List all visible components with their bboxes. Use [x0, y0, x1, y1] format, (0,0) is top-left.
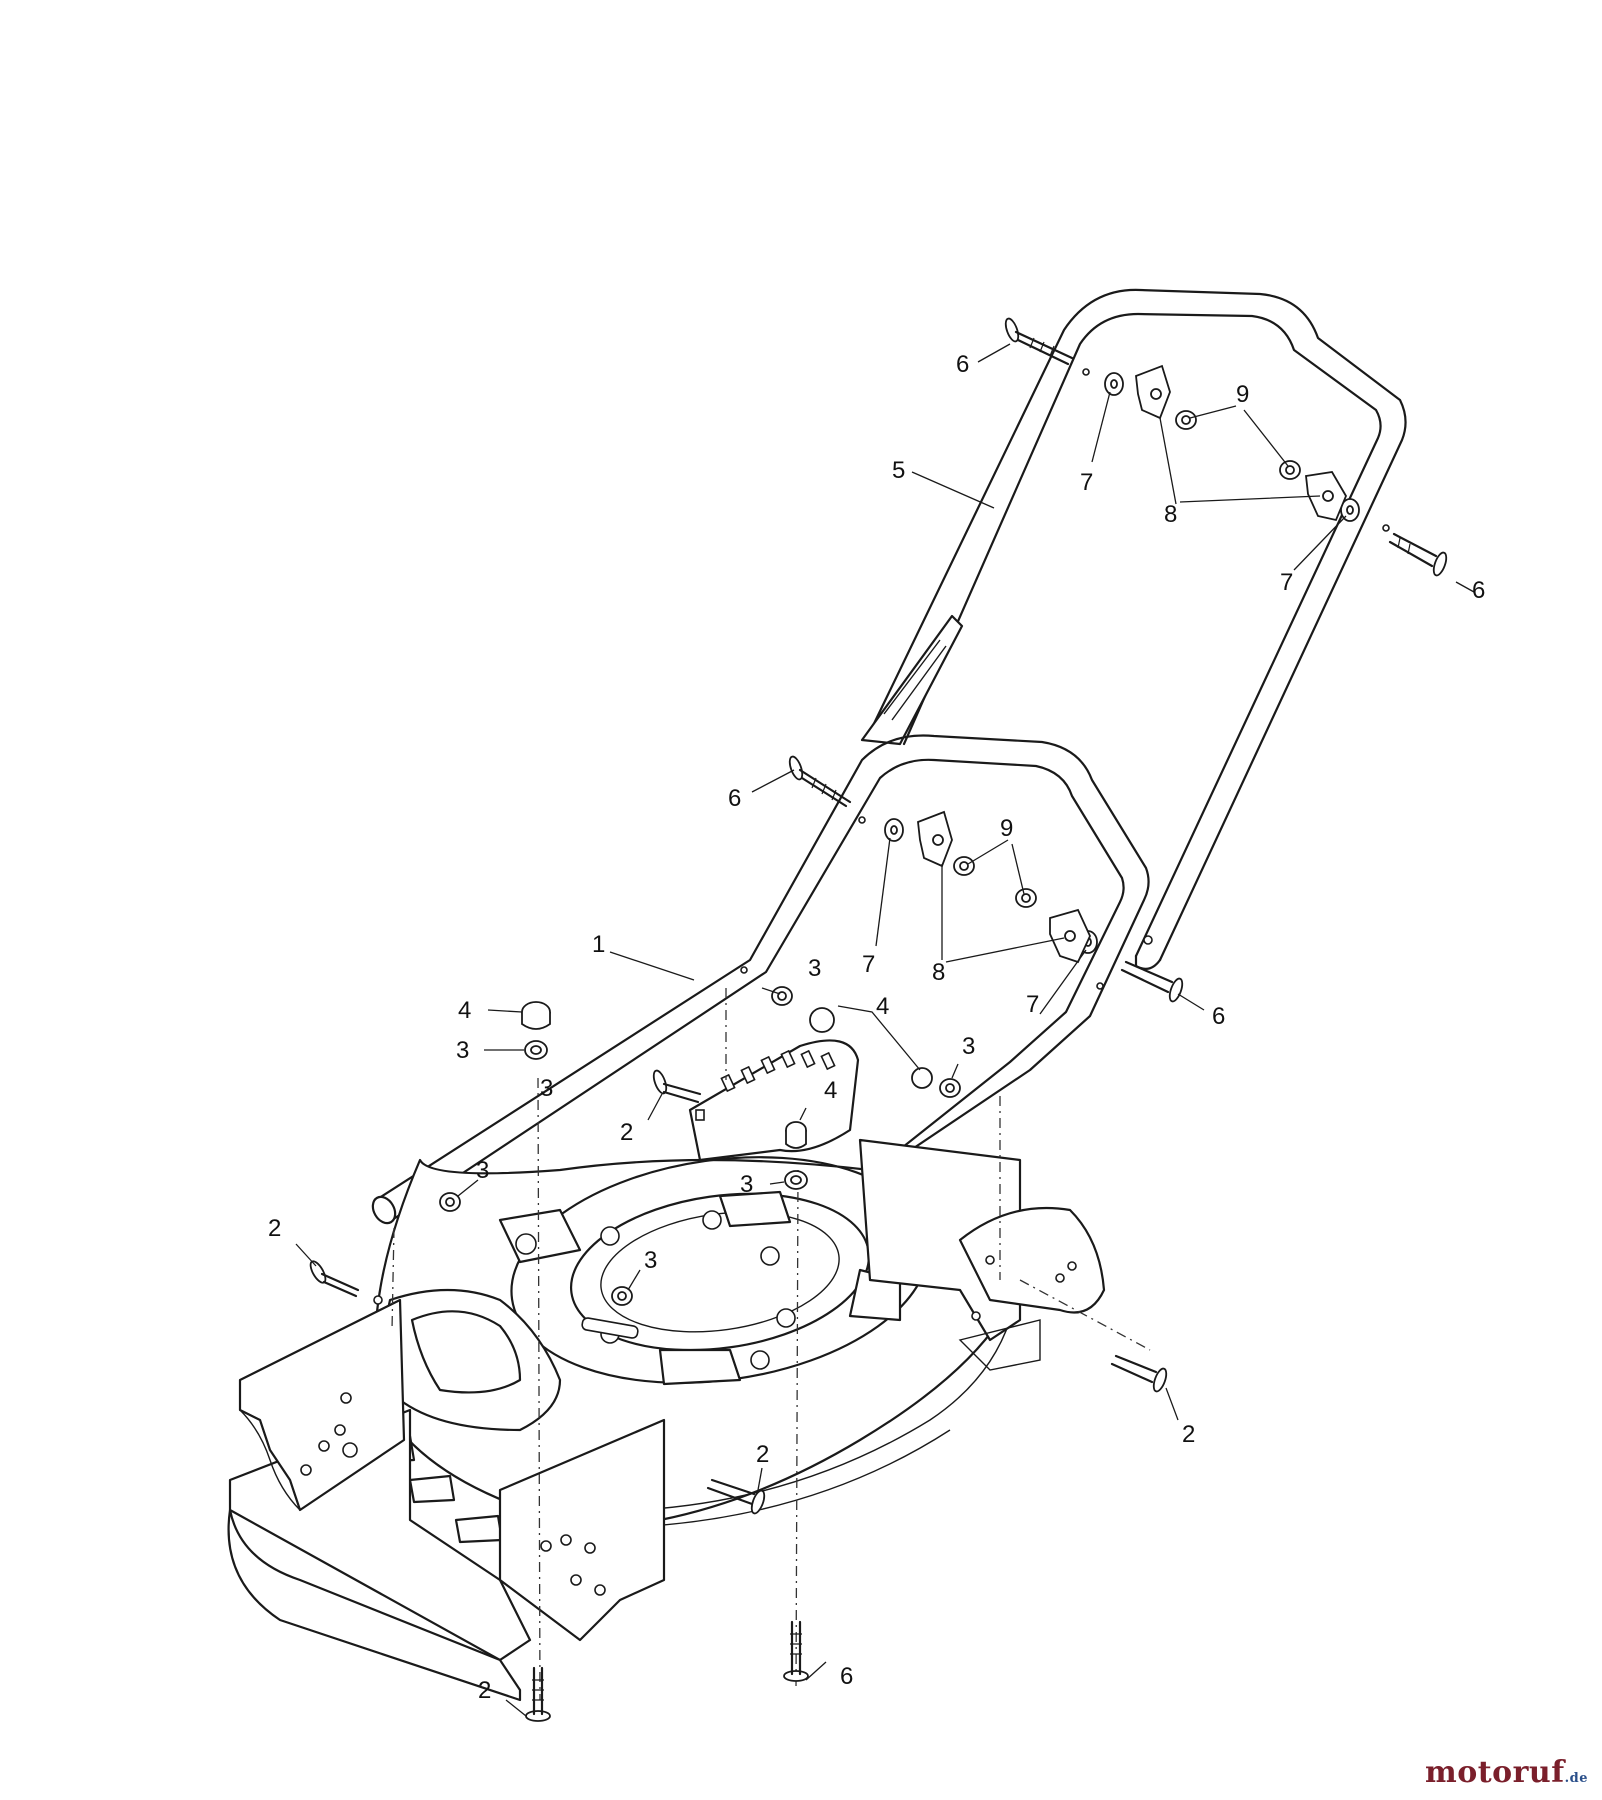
callout-6-top-left: 6 [956, 351, 969, 378]
callout-7-mid-left: 7 [862, 951, 875, 978]
watermark-name: motoruf [1424, 1755, 1565, 1790]
bolt-2-adjuster [652, 1069, 702, 1104]
washer-7-top-right [1340, 498, 1360, 522]
knob-8-mid-left [917, 810, 953, 868]
callout-6-mid-left: 6 [728, 785, 741, 812]
callout-3-adjuster: 3 [740, 1171, 753, 1198]
callout-3-tube: 3 [476, 1157, 489, 1184]
callout-2-right: 2 [1182, 1421, 1195, 1448]
washer-7-mid-left [884, 818, 904, 842]
callout-4-left: 4 [458, 997, 471, 1024]
locknut-9-top-right [1279, 460, 1301, 480]
cap-nut-4-left [521, 1001, 551, 1030]
knob-8-top-right [1305, 471, 1348, 522]
upper-handle [860, 288, 1407, 971]
callout-6-bottom: 6 [840, 1663, 853, 1690]
callout-7-top-left: 7 [1080, 469, 1093, 496]
callout-3-handle: 3 [808, 955, 821, 982]
bolt-6-bottom [783, 1620, 809, 1682]
callout-1: 1 [592, 931, 605, 958]
watermark-tld: .de [1564, 1771, 1588, 1786]
bolt-2-right [1110, 1354, 1168, 1393]
callout-5: 5 [892, 457, 905, 484]
bolt-6-top-right [1388, 532, 1448, 577]
bolt-2-bottom [525, 1666, 551, 1722]
mower-deck [227, 1039, 1106, 1702]
callout-4-mid: 4 [876, 993, 889, 1020]
leader-lines [295, 343, 1475, 1717]
callout-3-extra: 3 [540, 1075, 553, 1102]
assembly-axes [391, 988, 1151, 1701]
callout-3-left: 3 [456, 1037, 469, 1064]
knob-8-mid-right [1049, 908, 1091, 964]
nut-3-deck [611, 1286, 633, 1306]
watermark-logo: motoruf.de [1425, 1755, 1588, 1790]
callout-4-adjuster: 4 [824, 1077, 837, 1104]
callout-2-rear: 2 [756, 1441, 769, 1468]
cap-nut-4-adjuster [785, 1121, 807, 1149]
callout-7-top-right: 7 [1280, 569, 1293, 596]
locknut-9-mid-left [953, 856, 975, 876]
nut-3-tube [439, 1192, 461, 1212]
knob-8-top-left [1135, 364, 1171, 420]
callout-3-right: 3 [962, 1033, 975, 1060]
bolt-6-mid-left [788, 755, 852, 808]
nut-3-adjuster [784, 1170, 808, 1190]
bolt-2-left [309, 1260, 360, 1298]
washer-7-top-left [1104, 372, 1124, 396]
locknut-9-top-left [1175, 410, 1197, 430]
cap-nut-4-mid [809, 1007, 933, 1089]
hardware [309, 317, 1448, 1722]
nut-3-left [524, 1040, 548, 1060]
callout-2-bottom: 2 [478, 1677, 491, 1704]
callout-9-top: 9 [1236, 381, 1249, 408]
callout-6-top-right: 6 [1472, 577, 1485, 604]
bolt-6-mid-right [1120, 960, 1184, 1003]
callout-labels: 1 2 2 2 2 2 3 3 3 3 3 3 3 4 4 4 5 6 6 6 … [268, 351, 1485, 1704]
callout-2-left: 2 [268, 1215, 281, 1242]
bolt-2-rear [706, 1478, 766, 1515]
nut-3-handle [771, 986, 793, 1006]
nut-3-right [939, 1078, 961, 1098]
callout-8-mid: 8 [932, 959, 945, 986]
callout-3-deck: 3 [644, 1247, 657, 1274]
callout-7-mid-right: 7 [1026, 991, 1039, 1018]
bolt-6-top-left [1004, 317, 1074, 366]
locknut-9-mid-right [1015, 888, 1037, 908]
callout-6-mid-right: 6 [1212, 1003, 1225, 1030]
callout-9-mid: 9 [1000, 815, 1013, 842]
callout-8-top: 8 [1164, 501, 1177, 528]
callout-2-adjuster: 2 [620, 1119, 633, 1146]
